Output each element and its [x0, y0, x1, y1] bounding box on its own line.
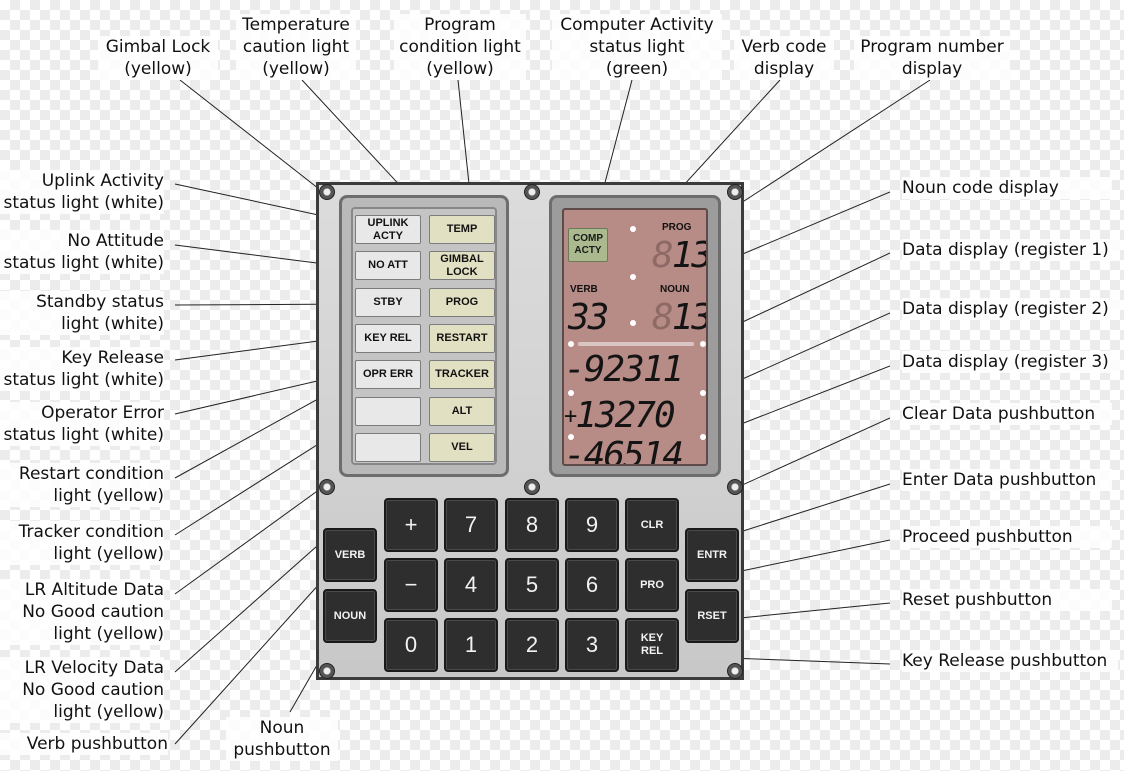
separator-dot [700, 434, 706, 440]
label-temperature-light: Temperature caution light (yellow) [236, 14, 356, 80]
lamp-temp: TEMP [429, 215, 495, 244]
digit-8-button[interactable]: 8 [505, 498, 559, 552]
label-verb-pushbutton: Verb pushbutton [0, 733, 168, 755]
digit-5-button[interactable]: 5 [505, 558, 559, 612]
screw-icon [319, 479, 335, 495]
separator-dot [568, 434, 574, 440]
el-display: COMP ACTY PROG 813 VERB NOUN 33 813 -923… [562, 208, 708, 466]
label-standby: Standby status light (white) [0, 291, 164, 335]
label-gimbal-lock: Gimbal Lock (yellow) [98, 36, 218, 80]
screw-icon [727, 479, 743, 495]
dsky-unit: UPLINK ACTY NO ATT STBY KEY REL OPR ERR … [316, 182, 744, 680]
digit-3-button[interactable]: 3 [565, 618, 619, 672]
label-lr-velocity: LR Velocity Data No Good caution light (… [0, 657, 164, 723]
lamp-alt: ALT [429, 397, 495, 426]
separator-dot [568, 341, 574, 347]
lamp-gimbal-lock: GIMBAL LOCK [429, 251, 495, 280]
lamp-key-rel: KEY REL [355, 324, 421, 353]
label-register-1: Data display (register 1) [902, 239, 1120, 261]
clr-button[interactable]: CLR [625, 498, 679, 552]
label-no-attitude: No Attitude status light (white) [0, 230, 164, 274]
verb-display: 33 [568, 297, 609, 338]
label-comp-acty-light: Computer Activity status light (green) [552, 14, 722, 80]
label-noun-code-display: Noun code display [902, 177, 1112, 199]
lamp-vel: VEL [429, 433, 495, 462]
screw-icon [319, 184, 335, 200]
label-operator-error: Operator Error status light (white) [0, 402, 164, 446]
verb-label: VERB [570, 284, 598, 295]
display-panel: COMP ACTY PROG 813 VERB NOUN 33 813 -923… [549, 195, 721, 477]
lamp-prog: PROG [429, 288, 495, 317]
digit-7-button[interactable]: 7 [444, 498, 498, 552]
label-program-light: Program condition light (yellow) [394, 14, 526, 80]
label-register-3: Data display (register 3) [902, 351, 1120, 373]
label-proceed: Proceed pushbutton [902, 526, 1112, 548]
lamp-blank-1 [355, 397, 421, 426]
minus-button[interactable]: − [384, 558, 438, 612]
label-lr-altitude: LR Altitude Data No Good caution light (… [0, 579, 164, 645]
screw-icon [319, 663, 335, 679]
digit-0-button[interactable]: 0 [384, 618, 438, 672]
lamp-opr-err: OPR ERR [355, 360, 421, 389]
prog-label: PROG [662, 222, 692, 233]
noun-button[interactable]: NOUN [323, 589, 377, 643]
entr-button[interactable]: ENTR [685, 528, 739, 582]
noun-display: 813 [652, 297, 708, 338]
separator-dot [700, 390, 706, 396]
pro-button[interactable]: PRO [625, 558, 679, 612]
label-restart-light: Restart condition light (yellow) [0, 463, 164, 507]
key-rel-button[interactable]: KEY REL [625, 618, 679, 672]
lamp-stby: STBY [355, 288, 421, 317]
separator-dot [700, 341, 706, 347]
caution-light-panel: UPLINK ACTY NO ATT STBY KEY REL OPR ERR … [339, 195, 509, 477]
screw-icon [524, 184, 540, 200]
screw-icon [727, 184, 743, 200]
plus-button[interactable]: + [384, 498, 438, 552]
label-program-number-display: Program number display [854, 36, 1010, 80]
label-verb-code-display: Verb code display [734, 36, 834, 80]
digit-6-button[interactable]: 6 [565, 558, 619, 612]
label-register-2: Data display (register 2) [902, 298, 1120, 320]
verb-button[interactable]: VERB [323, 528, 377, 582]
lamp-uplink-acty: UPLINK ACTY [355, 215, 421, 244]
label-reset: Reset pushbutton [902, 589, 1112, 611]
digit-1-button[interactable]: 1 [444, 618, 498, 672]
screw-icon [727, 663, 743, 679]
lamp-tracker: TRACKER [429, 360, 495, 389]
rset-button[interactable]: RSET [685, 589, 739, 643]
register-3: -46514 [564, 435, 684, 466]
label-key-release-button: Key Release pushbutton [902, 650, 1118, 672]
separator-dot [630, 226, 636, 232]
register-2: +13270 [564, 395, 676, 436]
label-tracker-light: Tracker condition light (yellow) [0, 521, 164, 565]
digit-9-button[interactable]: 9 [565, 498, 619, 552]
register-1: -92311 [564, 349, 684, 390]
screw-icon [524, 479, 540, 495]
separator-dot [630, 274, 636, 280]
label-uplink-activity: Uplink Activity status light (white) [0, 170, 164, 214]
label-enter-data: Enter Data pushbutton [902, 469, 1112, 491]
label-clear-data: Clear Data pushbutton [902, 403, 1112, 425]
comp-acty-light: COMP ACTY [568, 228, 608, 262]
lamp-no-att: NO ATT [355, 251, 421, 280]
digit-2-button[interactable]: 2 [505, 618, 559, 672]
separator-dot [630, 320, 636, 326]
noun-label: NOUN [660, 284, 690, 295]
lamp-restart: RESTART [429, 324, 495, 353]
lamp-blank-2 [355, 433, 421, 462]
label-noun-pushbutton: Noun pushbutton [226, 717, 338, 761]
digit-4-button[interactable]: 4 [444, 558, 498, 612]
separator-dot [568, 390, 574, 396]
register-separator [578, 342, 694, 346]
prog-display: 813 [652, 235, 708, 276]
label-key-release-light: Key Release status light (white) [0, 347, 164, 391]
